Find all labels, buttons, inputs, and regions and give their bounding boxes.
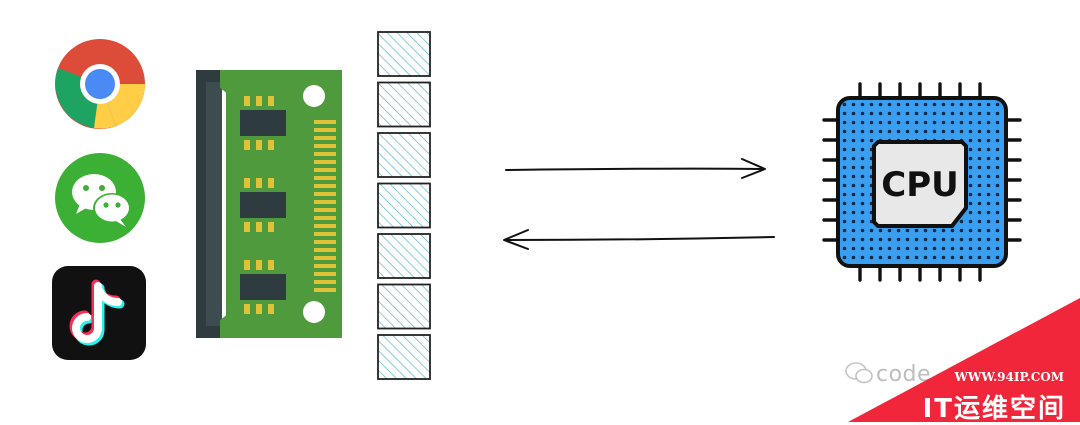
memory-cell xyxy=(377,334,431,380)
memory-cells xyxy=(377,31,431,380)
chrome-icon xyxy=(55,39,145,129)
memory-cell xyxy=(377,283,431,330)
memory-cell xyxy=(377,132,431,178)
memory-cell xyxy=(377,31,431,77)
wechat-watermark xyxy=(844,360,874,386)
arrow-to-memory xyxy=(505,236,775,241)
memory-cell xyxy=(377,182,431,229)
memory-cell xyxy=(377,81,431,128)
corner-badge xyxy=(848,298,1080,422)
cpu-chip-icon: CPU xyxy=(822,82,1022,282)
arrow-to-cpu xyxy=(505,167,765,171)
wechat-icon xyxy=(55,153,145,243)
wechat-watermark-icon xyxy=(845,362,873,384)
corner-badge-url: WWW.94IP.COM xyxy=(954,370,1064,384)
tiktok-icon xyxy=(52,266,146,360)
data-flow-arrows xyxy=(503,158,775,250)
corner-badge-title: IT运维空间 xyxy=(922,394,1066,424)
ram-module-icon xyxy=(196,70,342,338)
memory-cell xyxy=(377,233,431,279)
cpu-label: CPU xyxy=(881,165,958,205)
